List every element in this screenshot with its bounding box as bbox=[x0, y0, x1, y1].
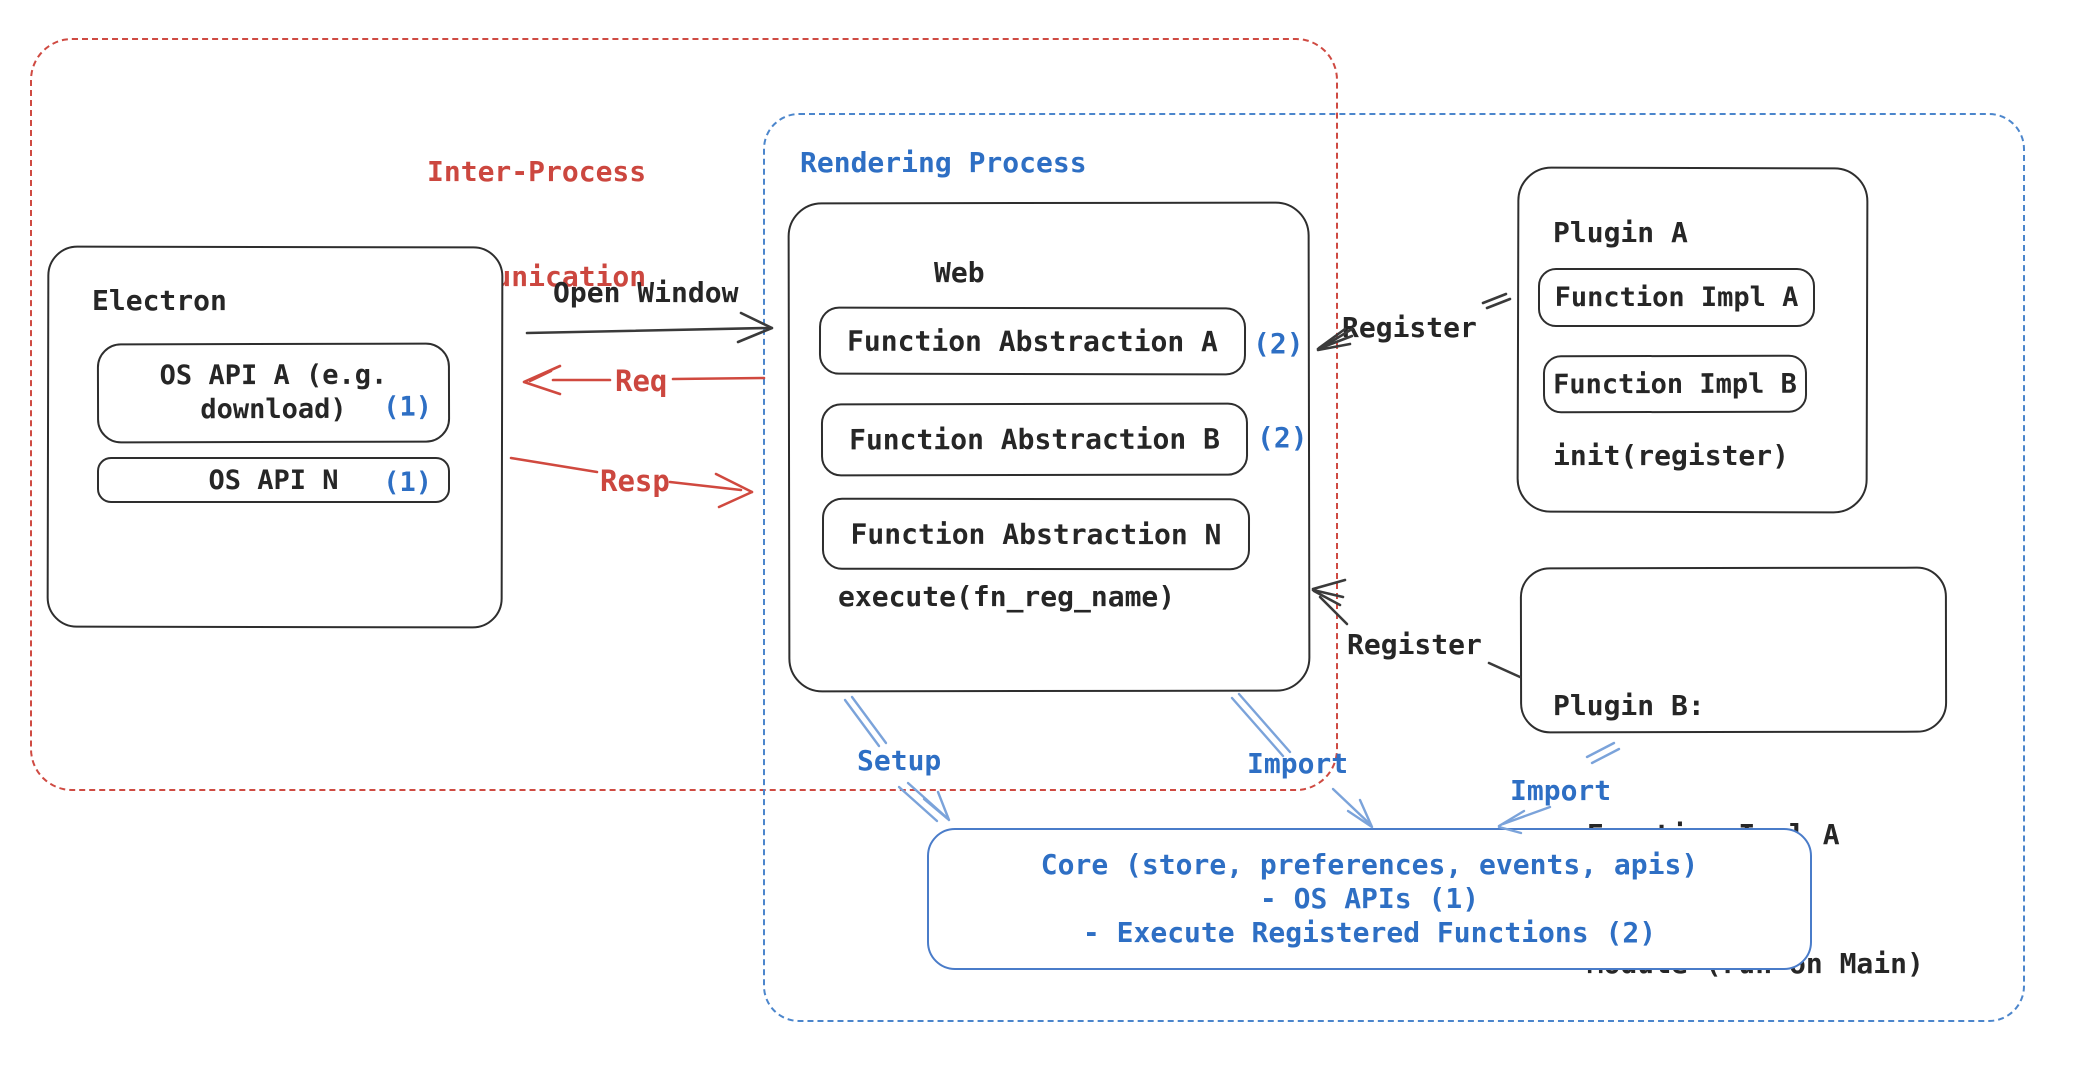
core-box: Core (store, preferences, events, apis) … bbox=[927, 828, 1812, 970]
setup-label: Setup bbox=[857, 744, 942, 777]
execute-label: execute(fn_reg_name) bbox=[838, 580, 1176, 613]
web-title: Web bbox=[934, 256, 985, 289]
function-abstraction-a-box: Function Abstraction A bbox=[818, 306, 1247, 376]
function-abstraction-n-label: Function Abstraction N bbox=[850, 517, 1222, 551]
os-api-n-box: OS API N (1) bbox=[97, 457, 450, 503]
core-line2: - OS APIs (1) bbox=[1259, 882, 1480, 915]
function-impl-a-box: Function Impl A bbox=[1538, 268, 1815, 327]
rendering-dashed-region bbox=[763, 113, 2025, 1022]
import-web-label: Import bbox=[1247, 747, 1349, 780]
plugin-a-title: Plugin A bbox=[1553, 216, 1688, 249]
function-abstraction-a-label: Function Abstraction A bbox=[847, 324, 1218, 358]
core-line3: - Execute Registered Functions (2) bbox=[1082, 916, 1657, 949]
init-register-label: init(register) bbox=[1553, 439, 1790, 472]
register-bottom-label: Register bbox=[1347, 628, 1482, 661]
function-abstraction-b-label: Function Abstraction B bbox=[849, 422, 1220, 457]
function-impl-b-box: Function Impl B bbox=[1542, 354, 1808, 414]
core-line1: Core (store, preferences, events, apis) bbox=[1040, 848, 1699, 881]
os-api-n-label: OS API N bbox=[208, 464, 339, 496]
os-api-a-box: OS API A (e.g. download) (1) bbox=[96, 342, 451, 444]
register-top-label: Register bbox=[1342, 311, 1477, 344]
open-window-label: Open Window bbox=[553, 276, 739, 309]
ipc-label-line1: Inter-Process bbox=[427, 155, 647, 188]
ipc-dashed-region bbox=[30, 38, 1338, 791]
function-abstraction-a-badge: (2) bbox=[1253, 327, 1304, 360]
resp-label: Resp bbox=[600, 464, 670, 498]
function-abstraction-n-box: Function Abstraction N bbox=[821, 497, 1251, 571]
os-api-a-line2: download) bbox=[200, 393, 347, 426]
function-abstraction-b-badge: (2) bbox=[1257, 421, 1308, 454]
os-api-a-line1: OS API A (e.g. bbox=[159, 359, 388, 392]
function-impl-b-label: Function Impl B bbox=[1553, 368, 1797, 400]
function-abstraction-b-box: Function Abstraction B bbox=[820, 402, 1249, 477]
electron-title: Electron bbox=[92, 284, 227, 317]
os-api-a-badge: (1) bbox=[383, 391, 433, 423]
req-label: Req bbox=[615, 364, 668, 398]
rendering-region-label: Rendering Process bbox=[800, 146, 1087, 179]
import-plugin-b-label: Import bbox=[1510, 774, 1612, 807]
function-impl-a-label: Function Impl A bbox=[1554, 282, 1799, 313]
os-api-n-badge: (1) bbox=[383, 467, 432, 498]
plugin-b-title: Plugin B: bbox=[1553, 689, 1705, 722]
